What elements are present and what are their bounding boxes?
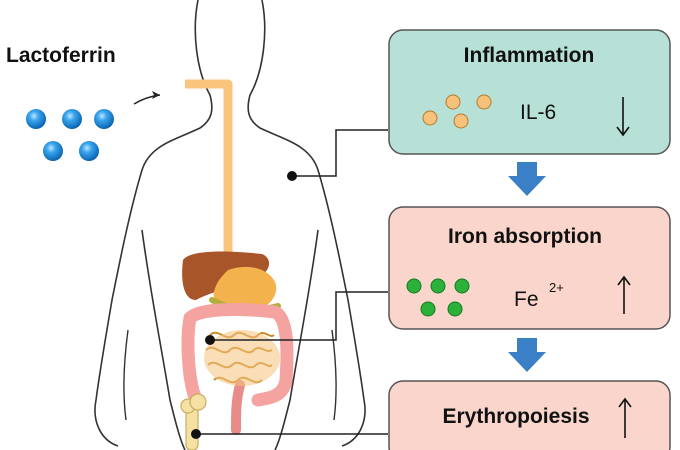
arrow-up-icon: [617, 275, 631, 314]
fe-dot: [447, 301, 463, 317]
lactoferrin-label: Lactoferrin: [6, 44, 116, 67]
fe-dot: [430, 278, 446, 294]
il6-label: IL-6: [520, 101, 556, 124]
connector-dot-bone: [191, 429, 201, 439]
fe-label: Fe: [514, 288, 539, 311]
flow-arrow-icon: [508, 338, 546, 372]
iron-absorption-title: Iron absorption: [448, 225, 602, 248]
fe-dot: [454, 278, 470, 294]
small-intestine-fill: [204, 330, 280, 386]
lactoferrin-dot: [94, 109, 114, 129]
right-arm-inner: [331, 329, 337, 421]
fe-charge: 2+: [549, 280, 564, 295]
body-outline: [94, 0, 366, 450]
connector-dot-body: [287, 171, 297, 181]
lactoferrin-dot: [26, 109, 46, 129]
lactoferrin-dot: [79, 141, 99, 161]
flow-arrow-icon: [508, 162, 546, 196]
il6-dot: [445, 94, 461, 110]
connector-dot-intestine: [205, 335, 215, 345]
arrow-up-icon: [618, 397, 632, 438]
stomach: [213, 266, 277, 313]
bone: [180, 393, 207, 450]
fe-dot: [406, 278, 422, 294]
intake-arrowhead-icon: [152, 91, 160, 99]
il6-dot: [476, 94, 492, 110]
erythropoiesis-box: Erythropoiesis: [388, 380, 671, 450]
esophagus: [185, 79, 233, 282]
large-intestine: [181, 303, 294, 407]
arrow-down-icon: [616, 97, 630, 137]
inflammation-box: Inflammation IL-6: [388, 29, 671, 155]
left-arm-inner: [123, 329, 129, 421]
lactoferrin-dot: [43, 141, 63, 161]
il6-dot: [422, 110, 438, 126]
erythropoiesis-title: Erythropoiesis: [442, 405, 589, 428]
rectum: [231, 380, 245, 435]
lactoferrin-dot: [62, 109, 82, 129]
inflammation-title: Inflammation: [464, 44, 595, 67]
lactoferrin-dots: [26, 109, 114, 161]
fe-dot: [420, 301, 436, 317]
connectors: [196, 129, 388, 435]
iron-absorption-box: Iron absorption Fe 2+: [388, 206, 671, 330]
il6-dot: [453, 113, 469, 129]
